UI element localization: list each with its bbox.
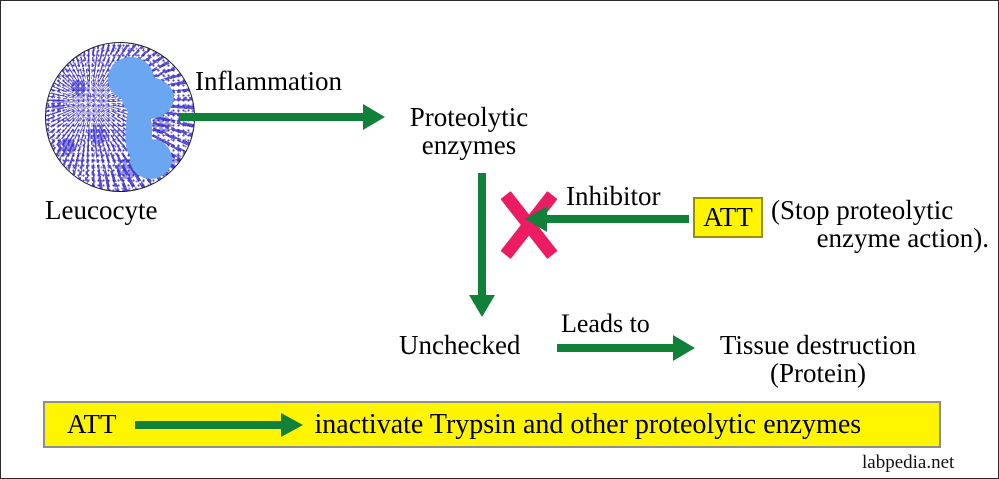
banner-att-label: ATT [67,409,117,439]
summary-banner: ATT inactivate Trypsin and other proteol… [43,401,941,448]
nucleus-lobe-bottom [130,139,172,179]
inhibitor-arrow-shaft [547,215,689,223]
leucocyte-label: Leucocyte [45,195,158,225]
banner-arrow-shaft [134,420,285,429]
watermark: labpedia.net [862,452,955,473]
unchecked-arrow-shaft [478,173,486,297]
banner-arrow-head-icon [280,412,303,437]
att-note-line1: (Stop proteolytic [771,195,954,225]
att-box: ATT [693,197,763,238]
leucocyte-cell-figure [45,42,195,192]
unchecked-label: Unchecked [399,330,521,360]
leads-to-arrow-head-icon [673,335,695,361]
leads-to-arrow-shaft [557,344,679,352]
banner-arrow-icon [134,412,307,437]
inflammation-arrow-shaft [179,113,367,121]
att-note-line2: enzyme action). [816,223,989,254]
inhibitor-label: Inhibitor [566,181,661,211]
tissue-destruction-label: Tissue destruction (Protein) [719,330,917,389]
banner-statement: inactivate Trypsin and other proteolytic… [314,408,862,440]
leads-to-label: Leads to [561,309,650,338]
inhibitor-arrow-head-icon [525,206,547,232]
leucocyte-cell-icon [45,42,195,192]
inflammation-arrow-head-icon [363,104,385,130]
proteolytic-enzymes-label: Proteolytic enzymes [409,102,529,161]
unchecked-arrow-head-icon [469,295,495,317]
inflammation-label: Inflammation [195,66,342,96]
